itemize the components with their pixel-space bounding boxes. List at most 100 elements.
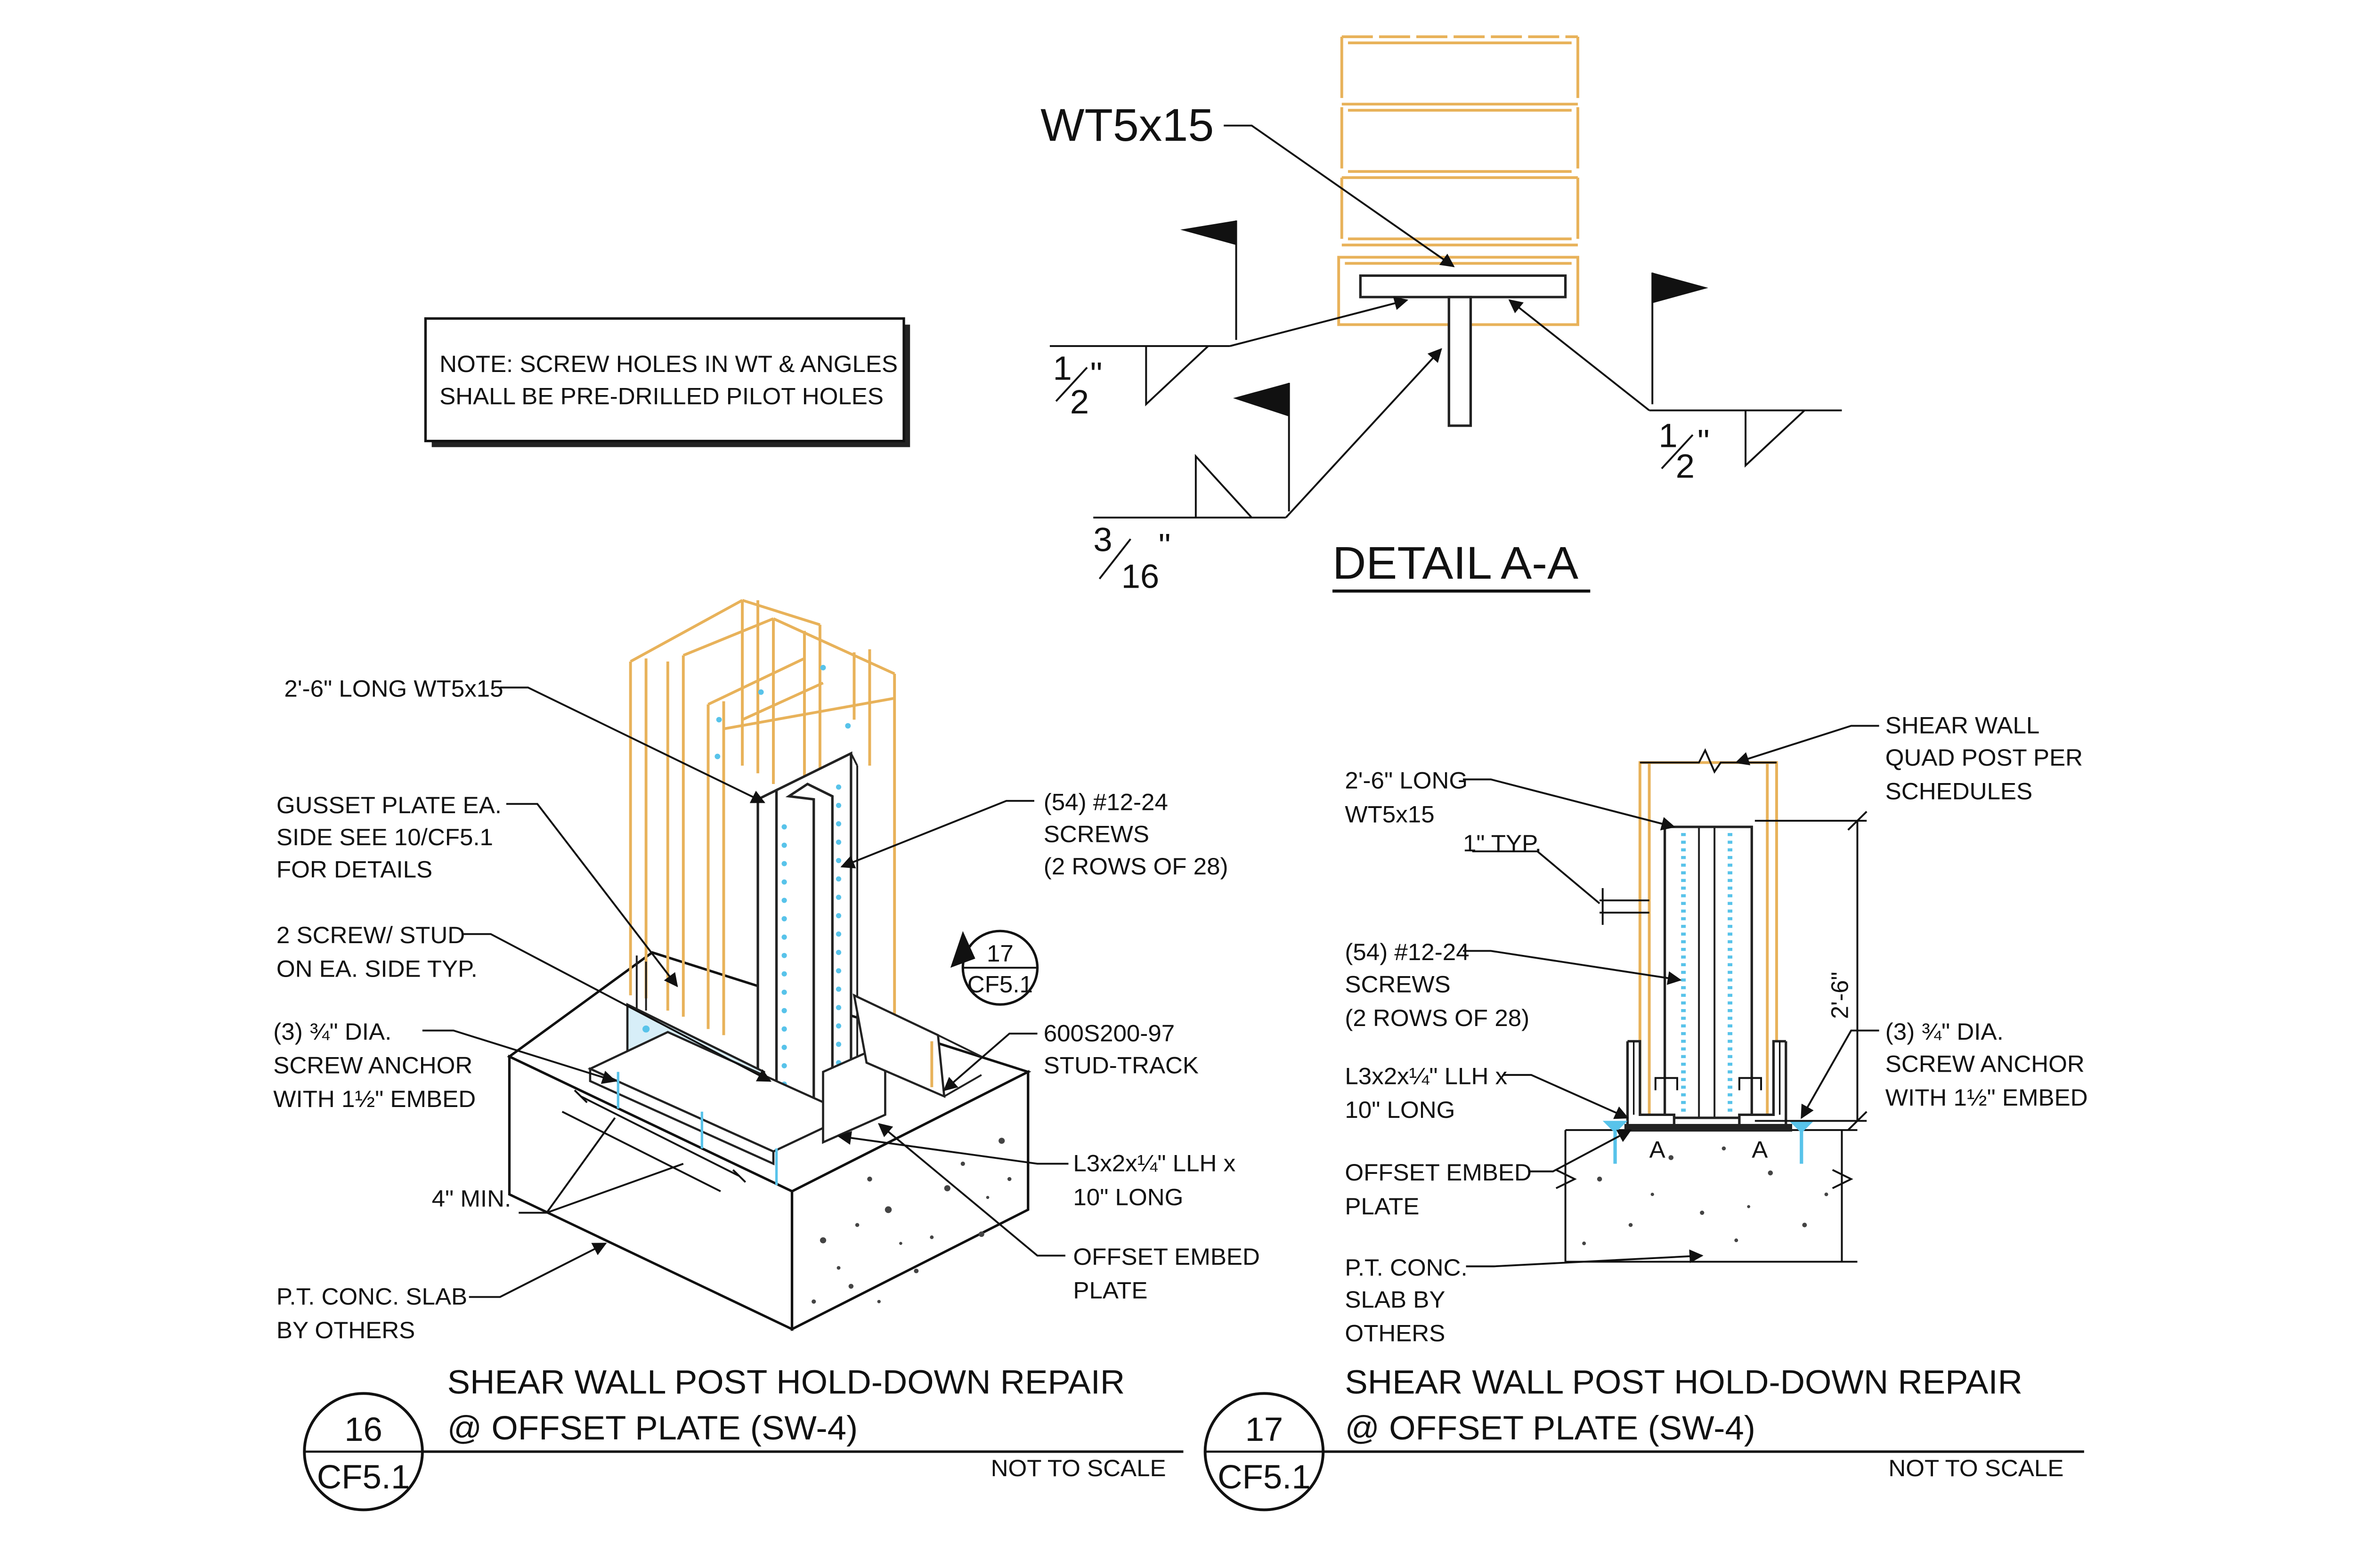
label-screw-stud-1: 2 SCREW/ STUD	[276, 922, 465, 949]
leader-quad	[1735, 725, 1879, 766]
label-slab-17-2: SLAB BY	[1345, 1286, 1445, 1313]
label-slab-17-1: P.T. CONC.	[1345, 1254, 1467, 1281]
detail-16-bubble-sheet: CF5.1	[317, 1458, 410, 1495]
label-track-1: 600S200-97	[1044, 1020, 1175, 1047]
height-dim-label: 2'-6"	[1826, 972, 1853, 1019]
weld-left-num: 1	[1053, 350, 1072, 387]
weld-symbol-right: 1 2 "	[1508, 272, 1842, 485]
leader-angle-17	[1503, 1074, 1629, 1119]
label-screws-1: (54) #12-24	[1044, 789, 1168, 816]
leader-slab-17	[1466, 1249, 1704, 1268]
leader-screws-17	[1462, 950, 1682, 985]
label-gusset-3: FOR DETAILS	[276, 856, 432, 883]
label-embed-17-1: OFFSET EMBED	[1345, 1159, 1532, 1186]
weld-bottom-num: 3	[1093, 521, 1112, 558]
section-mark-a-right: A	[1752, 1136, 1768, 1163]
leader-track	[943, 1033, 1038, 1091]
leader-min-dim-2	[546, 1163, 684, 1214]
label-quad-3: SCHEDULES	[1885, 778, 2032, 805]
detail-16-bubble: 16 CF5.1	[303, 1392, 424, 1511]
label-anchor-17-1: (3) ¾" DIA.	[1885, 1018, 2004, 1045]
label-angle-2: 10" LONG	[1073, 1184, 1183, 1211]
leader-anchor-17	[1801, 1029, 1879, 1119]
label-wt-2: WT5x15	[1345, 801, 1434, 828]
label-screws-17-2: SCREWS	[1345, 971, 1450, 998]
label-gusset-1: GUSSET PLATE EA.	[276, 792, 502, 818]
detail-a-a: WT5x15 1 2 " 1 2 "	[1040, 35, 1842, 596]
anchors-17	[1602, 1121, 1814, 1164]
label-min-dim: 4" MIN.	[432, 1185, 512, 1212]
weld-symbol-bottom: 3 16 "	[1093, 348, 1442, 596]
leader-slab	[469, 1242, 607, 1298]
detail-17-bubble-sheet: CF5.1	[1218, 1458, 1311, 1495]
angles-17	[1624, 1040, 1792, 1132]
weld-left-den: 2	[1070, 383, 1089, 420]
quad-studs	[629, 598, 896, 1057]
weld-left-unit: "	[1090, 356, 1103, 393]
detail-17-bubble: 17 CF5.1	[1203, 1392, 1325, 1511]
leader-screw-stud	[463, 933, 772, 1082]
callout-17: 17 CF5.1	[950, 929, 1039, 1006]
height-dimension: 2'-6"	[1754, 811, 1868, 1131]
stud-track	[853, 993, 982, 1099]
label-screw-stud-2: ON EA. SIDE TYP.	[276, 955, 478, 982]
label-screws-2: SCREWS	[1044, 821, 1149, 848]
detail-16: 2'-6" LONG WT5x15 GUSSET PLATE EA. SIDE …	[273, 598, 1260, 1511]
detail-16-scale: NOT TO SCALE	[991, 1455, 1166, 1481]
note-box: NOTE: SCREW HOLES IN WT & ANGLES SHALL B…	[424, 317, 910, 447]
detail-16-title-1: SHEAR WALL POST HOLD-DOWN REPAIR	[447, 1364, 1125, 1401]
leader-gusset	[506, 803, 678, 987]
weld-right-unit: "	[1697, 423, 1710, 461]
leader-anchor	[422, 1029, 617, 1084]
wt-label: WT5x15	[1040, 99, 1214, 151]
leader-embed	[877, 1123, 1065, 1257]
label-anchor-2: SCREW ANCHOR	[273, 1052, 472, 1079]
detail-16-title-2: @ OFFSET PLATE (SW-4)	[447, 1409, 858, 1447]
wt-17	[1663, 825, 1753, 1119]
callout-17-sheet: CF5.1	[967, 971, 1033, 998]
gusset-plate	[587, 955, 886, 1166]
label-screws-17-3: (2 ROWS OF 28)	[1345, 1004, 1529, 1031]
label-screws-17-1: (54) #12-24	[1345, 938, 1469, 965]
label-wt-1: 2'-6" LONG	[1345, 767, 1468, 794]
label-wt-length: 2'-6" LONG WT5x15	[284, 675, 503, 702]
label-angle-17-2: 10" LONG	[1345, 1096, 1455, 1123]
leader-embed-17	[1528, 1129, 1632, 1172]
label-slab-17-3: OTHERS	[1345, 1320, 1445, 1347]
leader-screws	[840, 800, 1034, 869]
detail-17-title-2: @ OFFSET PLATE (SW-4)	[1345, 1409, 1755, 1447]
stud-outline	[1337, 35, 1579, 326]
section-mark-a-left: A	[1649, 1136, 1665, 1163]
detail-a-a-title: DETAIL A-A	[1332, 537, 1579, 589]
detail-17: A A 2'-6" 1" TYP. 2'-6" LONG WT5x15 (54)…	[1203, 712, 2088, 1511]
label-anchor-1: (3) ¾" DIA.	[273, 1018, 391, 1045]
wt-screw-rows	[715, 664, 851, 1087]
label-slab-1: P.T. CONC. SLAB	[276, 1283, 467, 1310]
label-embed-17-2: PLATE	[1345, 1193, 1419, 1220]
label-screws-3: (2 ROWS OF 28)	[1044, 853, 1228, 880]
label-anchor-17-2: SCREW ANCHOR	[1885, 1051, 2085, 1077]
detail-17-title-1: SHEAR WALL POST HOLD-DOWN REPAIR	[1345, 1364, 2022, 1401]
label-quad-1: SHEAR WALL	[1885, 712, 2040, 739]
label-embed-1: OFFSET EMBED	[1073, 1243, 1260, 1270]
weld-bottom-unit: "	[1159, 527, 1171, 565]
leader-wt-17	[1462, 778, 1676, 831]
label-gusset-2: SIDE SEE 10/CF5.1	[276, 824, 493, 850]
note-line-1: NOTE: SCREW HOLES IN WT & ANGLES	[439, 351, 898, 378]
weld-symbol-left: 1 2 "	[1049, 220, 1409, 421]
label-anchor-17-3: WITH 1½" EMBED	[1885, 1084, 2088, 1111]
leader-wt-length	[500, 687, 765, 803]
screw-anchors	[617, 1072, 778, 1186]
wt-section	[1359, 274, 1567, 427]
weld-right-den: 2	[1676, 448, 1695, 485]
detail-17-bubble-num: 17	[1245, 1411, 1283, 1448]
label-angle-1: L3x2x¼" LLH x	[1073, 1150, 1235, 1177]
slab-17	[1555, 1129, 1858, 1263]
label-track-2: STUD-TRACK	[1044, 1052, 1199, 1079]
label-anchor-3: WITH 1½" EMBED	[273, 1085, 476, 1112]
min-dimension	[561, 1090, 747, 1192]
weld-bottom-den: 16	[1121, 558, 1160, 595]
typ-dimension	[1472, 850, 1649, 925]
callout-17-num: 17	[987, 940, 1014, 967]
